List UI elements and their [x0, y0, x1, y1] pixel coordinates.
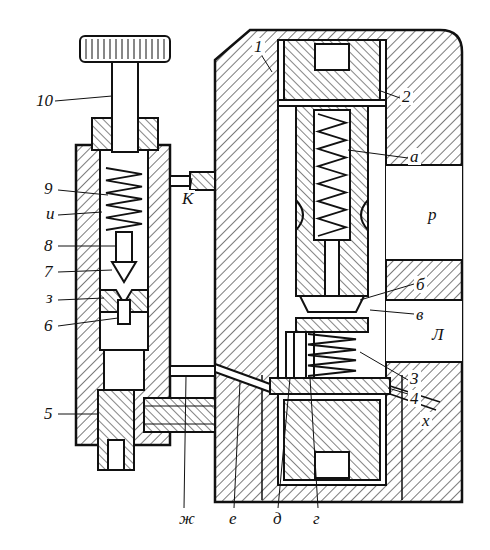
callout-label: 7 [42, 263, 55, 280]
callout-label: 9 [42, 180, 55, 197]
callout-label: 4 [408, 390, 421, 407]
callout-label: 6 [42, 317, 55, 334]
callout-label: б [414, 276, 427, 293]
callout-label: К [180, 190, 195, 207]
callout-label: и [44, 205, 57, 222]
callout-label: 8 [42, 237, 55, 254]
callout-label: 2 [400, 88, 413, 105]
callout-label: з [44, 289, 55, 306]
callout-label: а [408, 148, 421, 165]
callout-label: г [311, 510, 322, 527]
callout-label: р [426, 206, 439, 223]
callout-label: 3 [408, 370, 421, 387]
callout-label: 10 [34, 92, 55, 109]
callout-label: х [420, 412, 432, 429]
leader-lines [55, 56, 414, 508]
callout-label: 1 [252, 38, 265, 55]
callout-label: е [227, 510, 239, 527]
callout-label: 5 [42, 405, 55, 422]
main-body [215, 30, 462, 502]
callout-label: д [271, 510, 284, 527]
callout-label: Л [430, 326, 446, 343]
callout-label: ж [177, 510, 197, 527]
callout-label: в [414, 306, 425, 323]
